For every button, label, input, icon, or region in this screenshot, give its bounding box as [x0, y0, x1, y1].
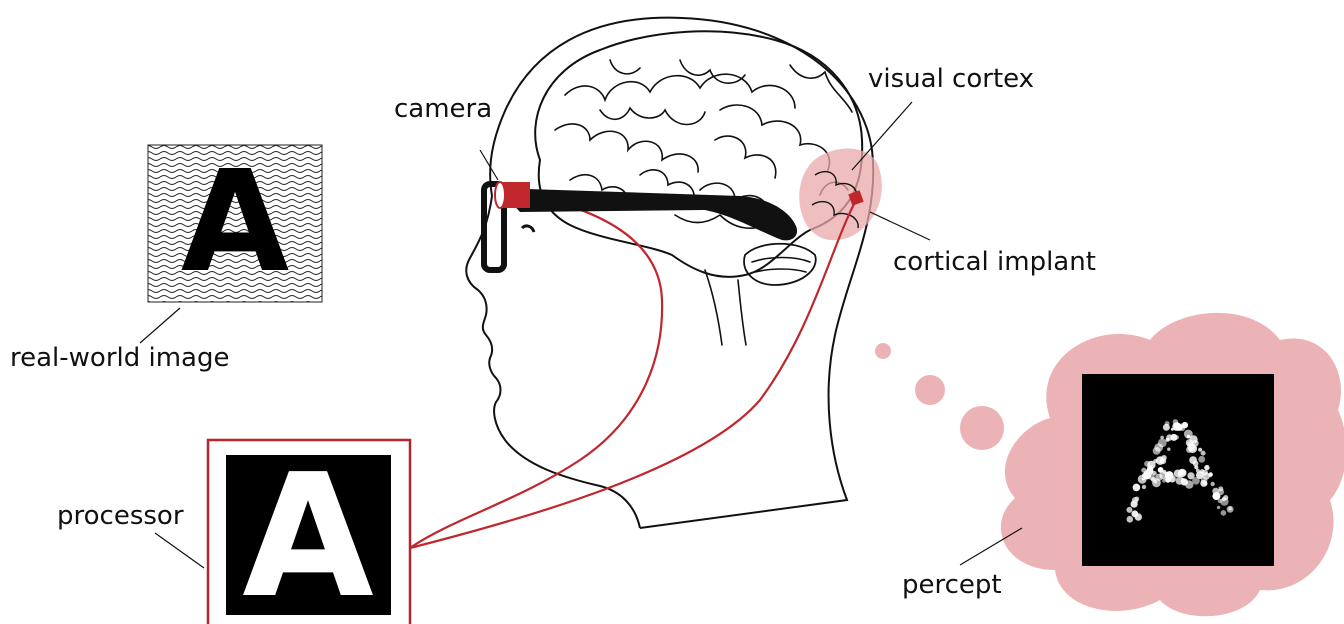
phosphene-dot — [1198, 448, 1202, 452]
phosphene-dot — [1135, 497, 1140, 502]
visual-cortex-highlight — [799, 149, 882, 241]
thought-bubbles — [875, 343, 1004, 450]
label-cortical-implant: cortical implant — [893, 247, 1096, 277]
phosphene-dot — [1211, 482, 1215, 486]
phosphene-dot — [1163, 470, 1167, 474]
phosphene-dot — [1201, 477, 1208, 484]
phosphene-dot — [1127, 516, 1134, 523]
phosphene-dot — [1178, 469, 1186, 477]
phosphene-dot — [1187, 472, 1194, 479]
phosphene-dot — [1142, 485, 1146, 489]
phosphene-dot — [1160, 458, 1166, 464]
phosphene-dot — [1209, 472, 1213, 476]
face-profile — [466, 196, 640, 528]
phosphene-dot — [1204, 465, 1209, 470]
phosphene-dot — [1152, 478, 1161, 487]
phosphene-dot — [1180, 426, 1185, 431]
label-percept: percept — [902, 570, 1002, 600]
phosphene-dot — [1171, 436, 1174, 439]
phosphene-dot — [1143, 471, 1151, 479]
phosphene-dot — [1202, 470, 1208, 476]
phosphene-dot — [1186, 447, 1192, 453]
wires — [410, 195, 856, 548]
phosphene-dot — [1217, 506, 1220, 509]
real-world-letter: A — [181, 141, 289, 304]
phosphene-dot — [1218, 486, 1223, 491]
phosphene-dot — [1126, 507, 1132, 513]
phosphene-dot — [1162, 479, 1166, 483]
implant-to-processor-wire — [410, 200, 856, 548]
phosphene-dot — [1228, 507, 1232, 511]
phosphene-dot — [1160, 436, 1164, 440]
label-visual-cortex: visual cortex — [868, 64, 1034, 94]
label-processor: processor — [57, 501, 184, 531]
phosphene-dot — [1184, 430, 1193, 439]
phosphene-dot — [1133, 484, 1141, 492]
phosphene-dot — [1220, 497, 1228, 505]
phosphene-dot — [1166, 438, 1170, 442]
camera-to-processor-wire — [410, 195, 662, 548]
phosphene-dot — [1212, 492, 1220, 500]
phosphene-dot — [1221, 510, 1227, 516]
phosphene-dot — [1198, 456, 1205, 463]
phosphene-dot — [1165, 474, 1170, 479]
real-world-image: A — [148, 141, 322, 304]
head-outline — [490, 18, 873, 528]
phosphene-dot — [1152, 471, 1157, 476]
camera-device — [495, 182, 530, 208]
phosphene-dot — [1153, 447, 1161, 455]
label-real-world-image: real-world image — [10, 343, 230, 373]
processor-box: A — [208, 438, 410, 624]
phosphene-dot — [1193, 461, 1199, 467]
phosphene-dot — [1131, 501, 1138, 508]
phosphene-dot — [1201, 451, 1206, 456]
phosphene-dot — [1165, 421, 1170, 426]
phosphene-dot — [1167, 448, 1170, 451]
phosphene-dot — [1131, 510, 1138, 517]
phosphene-dot — [1192, 440, 1199, 447]
processor-letter: A — [242, 438, 374, 624]
label-camera: camera — [394, 94, 492, 124]
phosphene-dot — [1181, 478, 1188, 485]
glasses — [484, 184, 797, 270]
phosphene-dot — [1174, 422, 1180, 428]
